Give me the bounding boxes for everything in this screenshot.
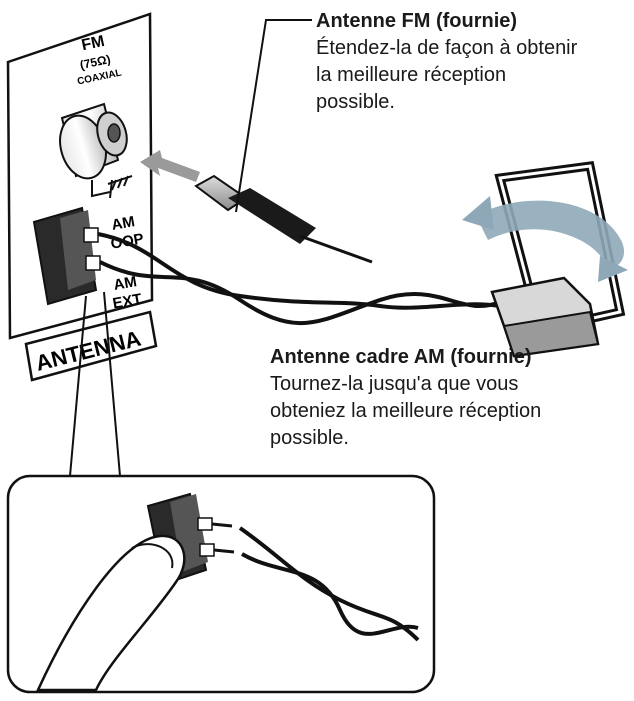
detail-inset — [6, 474, 436, 694]
am-terminal-block — [32, 206, 101, 306]
fm-coaxial-jack — [59, 102, 128, 180]
am-antenna-callout: Antenne cadre AM (fournie) Tournez-la ju… — [270, 344, 630, 452]
am-antenna-line-2: obteniez la meilleure réception — [270, 400, 542, 422]
fm-label: FM — [80, 33, 106, 54]
am-twisted-wire — [97, 232, 501, 325]
ground-symbol — [91, 175, 133, 199]
rotate-arrow — [462, 196, 628, 282]
am-loop-label-1: AM — [110, 213, 136, 234]
fm-callout-line — [235, 19, 312, 213]
fm-antenna-line-2: la meilleure réception — [316, 64, 507, 86]
fm-antenna-title: Antenne FM (fournie) — [316, 10, 518, 32]
fm-antenna-callout: Antenne FM (fournie) Étendez-la de façon… — [316, 8, 632, 116]
am-ext-label-1: AM — [112, 273, 138, 294]
fm-antenna-line-3: possible. — [316, 91, 395, 113]
am-antenna-title: Antenne cadre AM (fournie) — [270, 346, 532, 368]
fm-antenna-plug — [194, 174, 373, 264]
detail-callout-lines — [69, 291, 121, 477]
insert-arrow — [140, 150, 200, 182]
am-ext-label-2: EXT — [111, 291, 143, 313]
am-loop-antenna — [490, 160, 626, 358]
fm-antenna-line-1: Étendez-la de façon à obtenir — [316, 37, 578, 59]
fm-impedance-label: (75Ω) — [79, 52, 112, 72]
am-antenna-line-3: possible. — [270, 427, 349, 449]
am-antenna-line-1: Tournez-la jusqu'a que vous — [270, 373, 519, 395]
